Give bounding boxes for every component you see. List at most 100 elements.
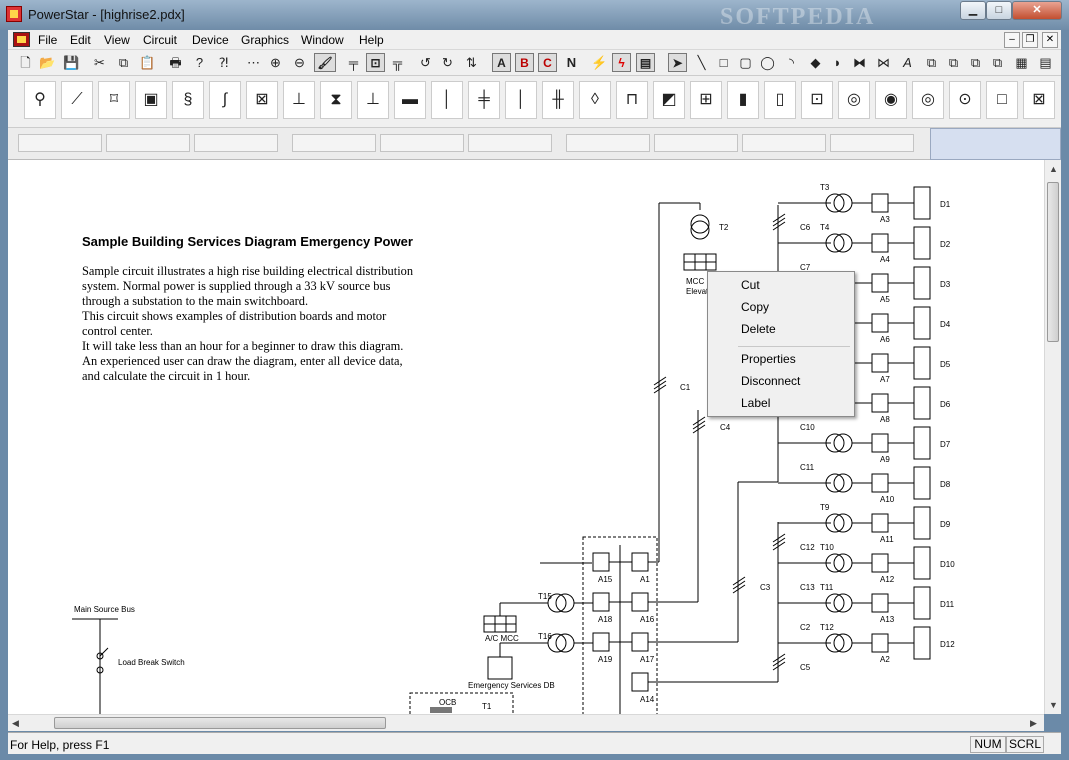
horizontal-scrollbar[interactable]: ◀ ▶	[8, 714, 1044, 731]
bowtie-icon[interactable]: ⧓	[853, 55, 866, 70]
print-icon[interactable]: 🖶	[169, 55, 182, 70]
phase-b-button[interactable]: B	[515, 53, 534, 72]
bring-front-icon[interactable]: ⧉	[970, 55, 981, 70]
mdi-minimize-button[interactable]: –	[1004, 32, 1020, 48]
property-field-10[interactable]	[830, 134, 914, 152]
busway-icon[interactable]: ╫	[542, 81, 574, 119]
switchboard-icon[interactable]: ⊞	[690, 81, 722, 119]
property-field-7[interactable]	[566, 134, 650, 152]
cable-icon[interactable]: §	[172, 81, 204, 119]
menu-graphics[interactable]: Graphics	[241, 33, 290, 47]
context-properties[interactable]: Properties	[741, 352, 796, 366]
arc-tool-icon[interactable]: ◝	[788, 55, 795, 70]
ground-icon[interactable]: ⊥	[357, 81, 389, 119]
synchronous-motor-icon[interactable]: ◎	[912, 81, 944, 119]
paste-icon[interactable]: 📋	[139, 55, 156, 70]
grid-icon[interactable]: ⋯	[247, 55, 260, 70]
utility-source-icon[interactable]: ⊙	[949, 81, 981, 119]
breaker-icon[interactable]: ⊡	[366, 53, 385, 72]
menu-file[interactable]: File	[38, 33, 58, 47]
maximize-button[interactable]: □	[986, 1, 1012, 20]
mdi-restore-button[interactable]: ❐	[1022, 32, 1038, 48]
save-icon[interactable]: 💾	[63, 55, 80, 70]
property-field-4[interactable]	[292, 134, 376, 152]
scroll-up-icon[interactable]: ▲	[1049, 164, 1058, 174]
pointer-icon[interactable]: ➤	[668, 53, 687, 72]
property-field-3[interactable]	[194, 134, 278, 152]
table-icon[interactable]: ▤	[1039, 55, 1052, 70]
send-back-icon[interactable]: ⧉	[992, 55, 1003, 70]
fuse-filled-icon[interactable]: ▮	[727, 81, 759, 119]
fault-icon[interactable]: ϟ	[612, 53, 631, 72]
menu-help[interactable]: Help	[359, 33, 384, 47]
open-folder-icon[interactable]: 📂	[39, 55, 56, 70]
scroll-right-icon[interactable]: ▶	[1030, 718, 1037, 728]
paint-icon[interactable]: 🖌	[314, 53, 336, 72]
vertical-scroll-thumb[interactable]	[1047, 182, 1059, 342]
phase-a-button[interactable]: A	[492, 53, 511, 72]
cut-icon[interactable]: ✂	[94, 55, 105, 70]
static-load-icon[interactable]: ⊠	[1023, 81, 1055, 119]
help-icon[interactable]: ?	[195, 55, 204, 70]
layout-icon[interactable]: ▦	[1015, 55, 1028, 70]
drawout-breaker-icon[interactable]: ⊡	[801, 81, 833, 119]
busbar-icon[interactable]: ╦	[392, 55, 403, 70]
neutral-button[interactable]: N	[566, 55, 577, 70]
transformer-icon[interactable]: ⧗	[320, 81, 352, 119]
property-field-9[interactable]	[742, 134, 826, 152]
context-copy[interactable]: Copy	[741, 300, 770, 314]
context-help-icon[interactable]: ⁈	[218, 55, 229, 70]
menu-device[interactable]: Device	[192, 33, 229, 47]
zoom-out-icon[interactable]: ⊖	[294, 55, 305, 70]
app-icon[interactable]	[6, 6, 22, 22]
motor-icon[interactable]: ◎	[838, 81, 870, 119]
relay-box-icon[interactable]: ▣	[135, 81, 167, 119]
group-icon[interactable]: ⧉	[926, 55, 937, 70]
line-tool-icon[interactable]: ╲	[697, 55, 706, 70]
load-icon[interactable]: □	[986, 81, 1018, 119]
feeder-rows[interactable]: T3A3D1T4A4D2A5D3A6D4A7D5A8D6A9D7A10D8T9A…	[778, 183, 955, 664]
scroll-down-icon[interactable]: ▼	[1049, 700, 1058, 710]
fuse-open-icon[interactable]: ▯	[764, 81, 796, 119]
busbar-device-icon[interactable]: ▬	[394, 81, 426, 119]
context-disconnect[interactable]: Disconnect	[741, 374, 801, 388]
horizontal-scroll-thumb[interactable]	[54, 717, 386, 729]
reactor-icon[interactable]: ∫	[209, 81, 241, 119]
rotate-right-icon[interactable]: ↻	[442, 55, 453, 70]
triangle-icon[interactable]: ⋈	[877, 55, 890, 70]
single-line-diagram[interactable]: Main Source Bus Load Break Switch OCB T1…	[8, 160, 1044, 714]
rotate-left-icon[interactable]: ↺	[420, 55, 431, 70]
document-icon[interactable]	[13, 32, 30, 47]
switch-icon[interactable]: ⟋	[61, 81, 93, 119]
breaker-device-icon[interactable]: ⌑	[98, 81, 130, 119]
menu-circuit[interactable]: Circuit	[143, 33, 178, 47]
mdi-close-button[interactable]: ✕	[1042, 32, 1058, 48]
probe-icon[interactable]: ⚡	[591, 55, 608, 70]
context-delete[interactable]: Delete	[741, 322, 776, 336]
menu-window[interactable]: Window	[301, 33, 344, 47]
property-field-8[interactable]	[654, 134, 738, 152]
property-field-6[interactable]	[468, 134, 552, 152]
line-device-icon[interactable]: │	[505, 81, 537, 119]
capacitor-icon[interactable]: ⊥	[283, 81, 315, 119]
context-cut[interactable]: Cut	[741, 278, 760, 292]
diamond-icon[interactable]: ◆	[810, 55, 821, 70]
menu-view[interactable]: View	[104, 33, 130, 47]
generator-icon[interactable]: ◉	[875, 81, 907, 119]
close-button[interactable]: ✕	[1012, 1, 1062, 20]
conductor-icon[interactable]: │	[431, 81, 463, 119]
rectangle-tool-icon[interactable]: □	[719, 55, 728, 70]
rounded-rectangle-tool-icon[interactable]: ▢	[739, 55, 752, 70]
phase-c-button[interactable]: C	[538, 53, 557, 72]
context-label[interactable]: Label	[741, 396, 771, 410]
ellipse-tool-icon[interactable]: ◯	[760, 55, 775, 70]
zoom-in-icon[interactable]: ⊕	[270, 55, 281, 70]
flip-icon[interactable]: ⇅	[466, 55, 477, 70]
fuse-icon[interactable]: ⚲	[24, 81, 56, 119]
new-file-icon[interactable]: 🗋	[20, 55, 31, 70]
copy-icon[interactable]: ⧉	[118, 55, 129, 70]
property-field-2[interactable]	[106, 134, 190, 152]
meter-icon[interactable]: ◩	[653, 81, 685, 119]
node-icon[interactable]: ◊	[579, 81, 611, 119]
bus-icon[interactable]: ╤	[348, 55, 359, 70]
